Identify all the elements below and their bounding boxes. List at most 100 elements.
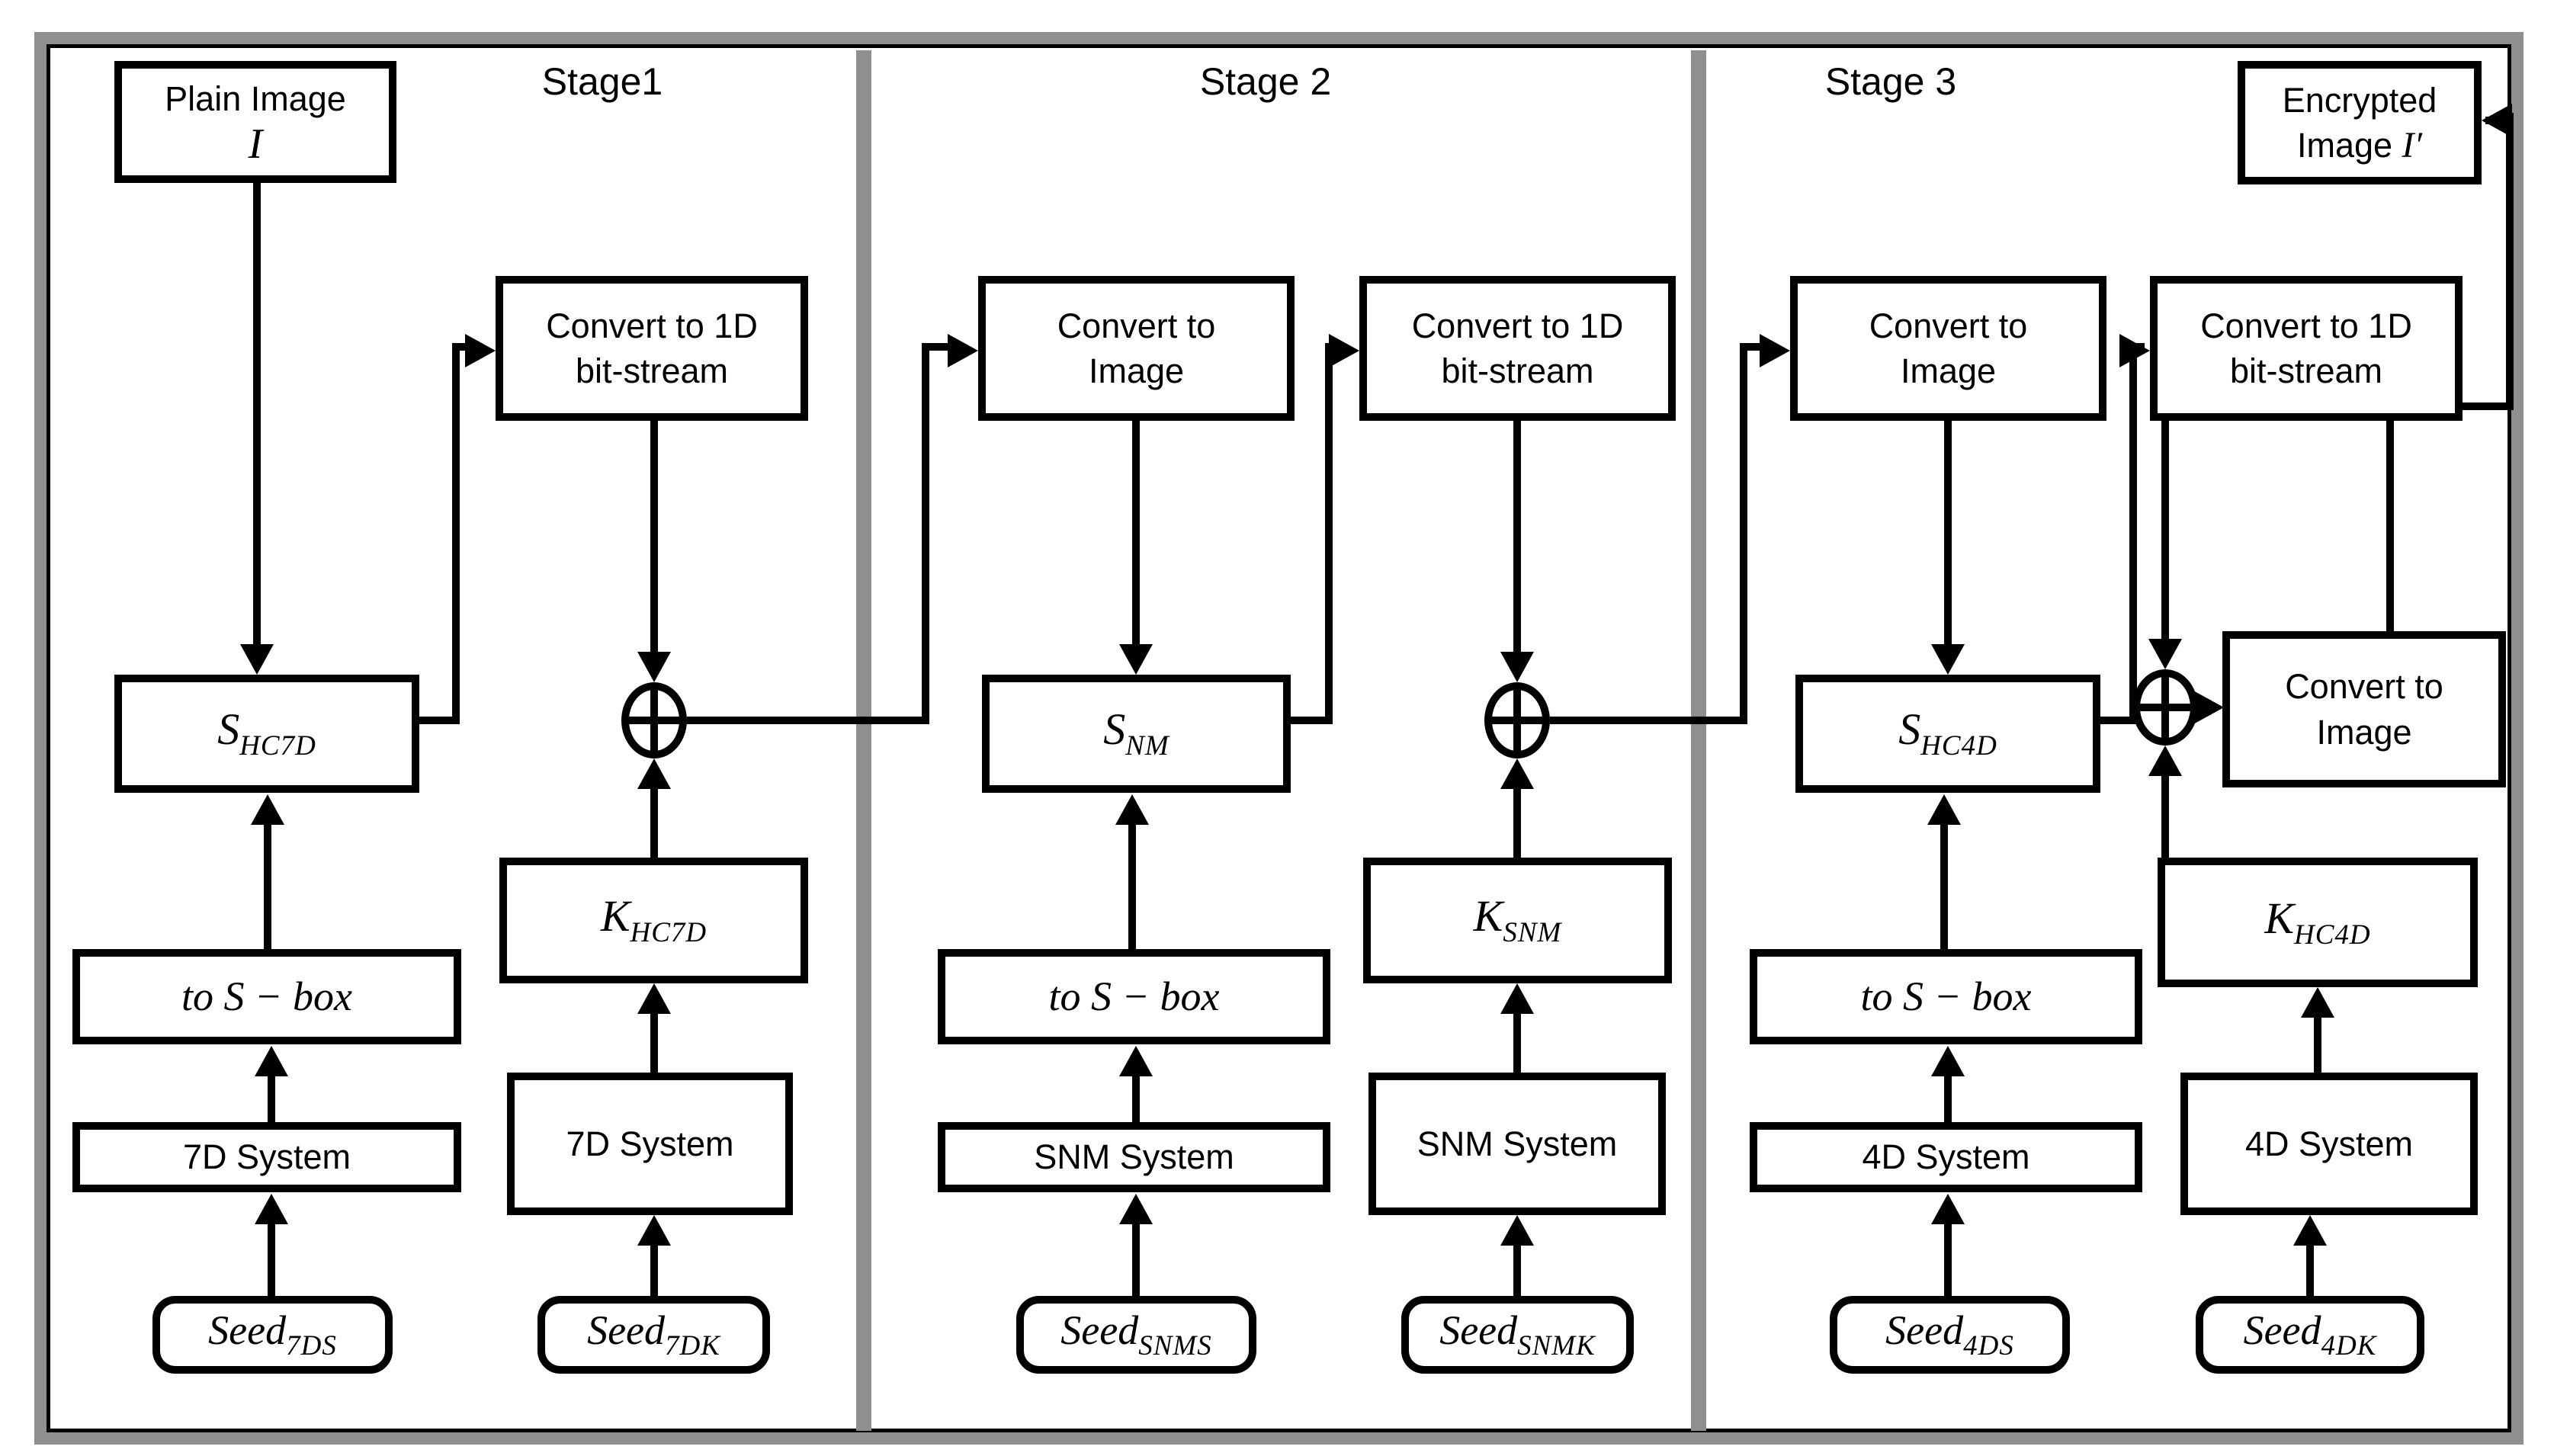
connector-shc7d-up — [452, 343, 460, 724]
encrypted-image-box: Encrypted Image I′ — [2238, 61, 2482, 184]
connector-shc4d-out — [2099, 717, 2137, 724]
s1-s-hc7d-box: SHC7D — [114, 675, 419, 793]
connector-snm-out — [1291, 717, 1333, 724]
plain-image-label: Plain Image — [165, 79, 346, 118]
s3-final-convert-line1: Convert to — [2285, 667, 2443, 707]
arrowhead-up-icon — [1927, 794, 1961, 825]
arrowhead-down-icon — [1500, 652, 1534, 682]
s1-k-hc7d-box: KHC7D — [499, 858, 808, 983]
s2-to-sbox-box: to S − box — [938, 949, 1330, 1044]
inner-frame — [47, 44, 2511, 1432]
s3-system-right-box: 4D System — [2180, 1073, 2478, 1215]
s1-system-right-box: 7D System — [507, 1073, 793, 1215]
s3-seed-4dk-label: Seed4DK — [2243, 1307, 2377, 1361]
connector-plain-to-shc7d — [253, 181, 261, 646]
s2-convert-1d-box: Convert to 1D bit-stream — [1359, 276, 1676, 421]
arrowhead-down-icon — [1931, 644, 1965, 675]
arrowhead-down-icon — [637, 652, 671, 682]
xor-icon — [621, 682, 687, 758]
s2-convert-image-line1: Convert to — [1057, 306, 1216, 345]
arrowhead-up-icon — [255, 1046, 288, 1076]
s2-k-snm-label: KSNM — [1473, 891, 1562, 948]
s3-k-hc4d-box: KHC4D — [2158, 858, 2478, 987]
s3-system-left-box: 4D System — [1750, 1122, 2142, 1192]
encrypted-image-line1: Encrypted — [2282, 80, 2437, 120]
arrowhead-up-icon — [255, 1194, 288, 1224]
s2-convert-image-line2: Image — [1088, 351, 1185, 390]
arrowhead-up-icon — [2148, 746, 2182, 776]
plain-image-symbol: I — [248, 120, 263, 168]
s1-to-sbox-label: to S − box — [181, 973, 352, 1019]
connector-shc7d-out — [418, 717, 460, 724]
connector-shc7d-elbow — [452, 343, 471, 351]
stage3-label: Stage 3 — [1824, 60, 1957, 103]
connector-khc4d-to-xor3 — [2161, 773, 2169, 858]
arrowhead-right-icon — [1329, 334, 1359, 367]
arrowhead-up-icon — [637, 983, 671, 1014]
arrowhead-up-icon — [1115, 794, 1149, 825]
s2-seed-snmk-label: SeedSNMK — [1439, 1307, 1596, 1361]
s3-seed-4ds-box: Seed4DS — [1830, 1296, 2070, 1374]
connector-7dtall-to-khc7d — [650, 1011, 658, 1076]
arrowhead-up-icon — [1500, 983, 1534, 1014]
stage2-label: Stage 2 — [1199, 60, 1332, 103]
s2-to-sbox-label: to S − box — [1048, 973, 1220, 1019]
s2-system-left-box: SNM System — [938, 1122, 1330, 1192]
s2-s-nm-label: SNM — [1103, 704, 1170, 762]
arrowhead-up-icon — [637, 1215, 671, 1246]
s3-s-hc4d-box: SHC4D — [1795, 675, 2100, 793]
connector-tosbox-to-snm — [1128, 822, 1136, 951]
connector-xor1-out — [687, 717, 929, 724]
connector-ksnm-to-xor2 — [1513, 785, 1521, 858]
connector-tosbox-to-shc7d — [264, 822, 271, 951]
outer-frame — [34, 32, 2524, 1445]
connector-convimg-to-snm — [1132, 421, 1140, 646]
s3-system-right-label: 4D System — [2244, 1124, 2414, 1163]
s2-convert-image-box: Convert to Image — [978, 276, 1295, 421]
s2-k-snm-box: KSNM — [1363, 858, 1672, 983]
xor-icon — [1484, 682, 1550, 758]
connector-xor1-up — [922, 343, 929, 724]
s3-convert-image-line1: Convert to — [1869, 306, 2028, 345]
arrowhead-up-icon — [1931, 1194, 1965, 1224]
arrowhead-up-icon — [1931, 1046, 1965, 1076]
s1-seed-7dk-label: Seed7DK — [587, 1307, 720, 1361]
s3-convert-1d-box: Convert to 1D bit-stream — [2150, 276, 2463, 421]
connector-snmwide-to-tosbox — [1132, 1073, 1140, 1124]
s2-convert-1d-line2: bit-stream — [1441, 351, 1594, 390]
connector-7dwide-to-tosbox — [268, 1073, 275, 1124]
connector-snm-up — [1325, 343, 1333, 724]
connector-seed7dk-to-7dtall — [650, 1243, 658, 1297]
connector-xor2-elbow — [1740, 343, 1763, 351]
s2-system-right-label: SNM System — [1417, 1124, 1618, 1163]
s2-seed-snms-box: SeedSNMS — [1016, 1296, 1256, 1374]
s2-system-left-label: SNM System — [1034, 1137, 1234, 1177]
s2-convert-1d-line1: Convert to 1D — [1411, 306, 1624, 345]
arrowhead-right-icon — [465, 334, 496, 367]
connector-final-up-b — [2506, 113, 2514, 410]
s2-system-right-box: SNM System — [1368, 1073, 1666, 1215]
connector-seed7ds-to-7dwide — [268, 1221, 275, 1297]
arrowhead-right-icon — [2119, 334, 2150, 367]
s2-s-nm-box: SNM — [982, 675, 1291, 793]
connector-4dwide-to-tosbox — [1944, 1073, 1952, 1124]
s1-k-hc7d-label: KHC7D — [600, 891, 707, 948]
s1-s-hc7d-label: SHC7D — [217, 704, 316, 762]
s3-seed-4dk-box: Seed4DK — [2196, 1296, 2424, 1374]
connector-shc4d-up — [2129, 343, 2137, 724]
s1-to-sbox-box: to S − box — [72, 949, 461, 1044]
s3-to-sbox-label: to S − box — [1860, 973, 2032, 1019]
connector-conv1d-to-xor3 — [2161, 421, 2169, 642]
s1-system-left-box: 7D System — [72, 1122, 461, 1192]
connector-seed4ds-to-4dwide — [1944, 1221, 1952, 1297]
arrowhead-left-icon — [2482, 104, 2512, 137]
s1-seed-7dk-box: Seed7DK — [537, 1296, 770, 1374]
s3-convert-image-line2: Image — [1900, 351, 1997, 390]
s3-seed-4ds-label: Seed4DS — [1885, 1307, 2014, 1361]
s2-seed-snmk-box: SeedSNMK — [1401, 1296, 1634, 1374]
connector-seedsnms-to-snmwide — [1132, 1221, 1140, 1297]
arrowhead-right-icon — [948, 334, 978, 367]
s1-convert-1d-box: Convert to 1D bit-stream — [496, 276, 808, 421]
encrypted-image-line2: Image I′ — [2296, 125, 2423, 165]
